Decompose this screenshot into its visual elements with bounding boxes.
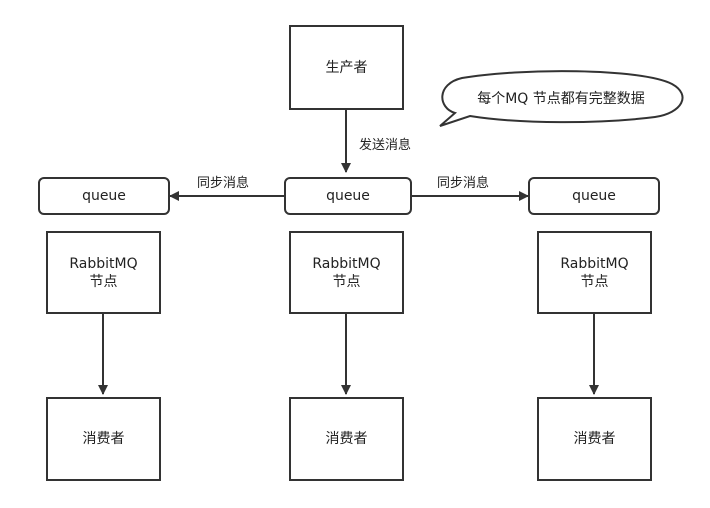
send-label: 发送消息 [359,138,412,153]
callout-bubble [439,70,684,127]
queue-box-left: queue [38,177,170,215]
queue-label: queue [572,188,616,204]
sync-label-right: 同步消息 [437,176,490,191]
node-name: RabbitMQ [69,255,138,272]
rabbitmq-node-left: RabbitMQ 节点 [46,231,161,314]
rabbitmq-node-middle: RabbitMQ 节点 [289,231,404,314]
node-subtitle: 节点 [89,273,118,290]
node-subtitle: 节点 [332,273,361,290]
consumer-label: 消费者 [573,431,616,447]
sync-label-left: 同步消息 [197,176,250,191]
rabbitmq-node-right: RabbitMQ 节点 [537,231,652,314]
consumer-box-middle: 消费者 [289,397,404,481]
node-subtitle: 节点 [580,273,609,290]
queue-box-middle: queue [284,177,412,215]
producer-box: 生产者 [289,25,404,110]
consumer-box-right: 消费者 [537,397,652,481]
node-name: RabbitMQ [312,255,381,272]
callout-label: 每个MQ 节点都有完整数据 [477,91,645,107]
queue-box-right: queue [528,177,660,215]
node-name: RabbitMQ [560,255,629,272]
consumer-label: 消费者 [325,431,368,447]
consumer-label: 消费者 [82,431,125,447]
queue-label: queue [326,188,370,204]
consumer-box-left: 消费者 [46,397,161,481]
producer-label: 生产者 [325,59,368,76]
callout-text: 每个MQ 节点都有完整数据 [448,84,674,112]
queue-label: queue [82,188,126,204]
